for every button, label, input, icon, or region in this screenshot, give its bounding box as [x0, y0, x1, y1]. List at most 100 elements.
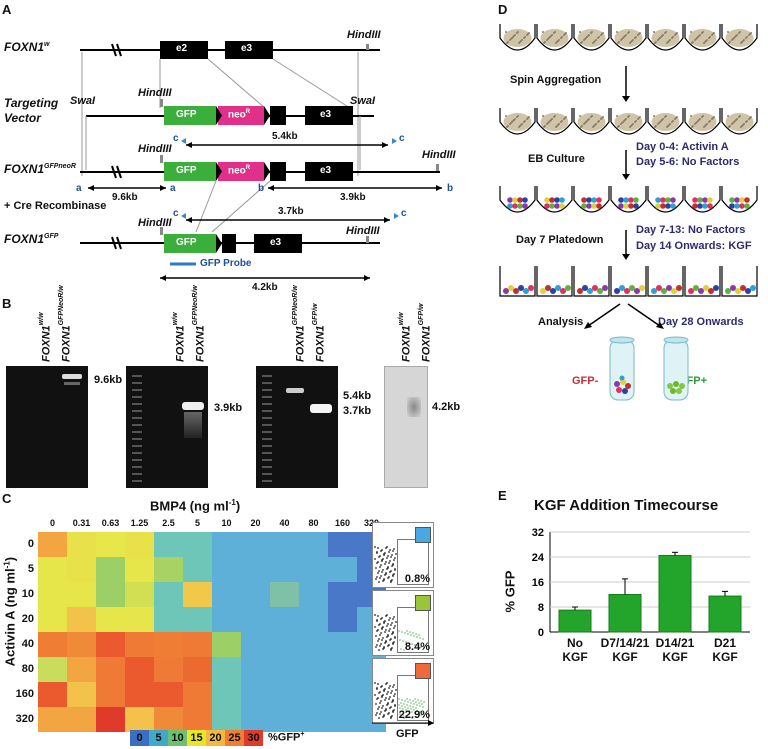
flow-percent: 8.4%: [404, 641, 430, 653]
heatmap-cell: [154, 632, 183, 657]
heatmap-cell: [212, 557, 241, 582]
flow-color-swatch: [415, 595, 431, 611]
heatmap-cell: [270, 707, 299, 732]
heatmap-cell: [154, 557, 183, 582]
heatmap-cell: [125, 657, 154, 682]
heatmap-row-label: 80: [21, 663, 34, 675]
heatmap-cell: [299, 582, 328, 607]
heatmap-column-label: 2.5: [162, 518, 175, 528]
heatmap-title: BMP4 (ng ml-1): [150, 498, 241, 514]
analysis-tubes: [584, 303, 689, 401]
heatmap-cell: [328, 707, 357, 732]
exon-e3-label-2: e3: [320, 109, 332, 120]
gel1-lane1-label: FOXN1w/w: [38, 312, 53, 362]
legend-swatch: 20: [206, 730, 225, 746]
heatmap-cell: [212, 657, 241, 682]
heatmap-cell: [67, 657, 96, 682]
heatmap-cell: [96, 557, 125, 582]
gel-image-3: [256, 366, 338, 488]
neo-label-1: neoR: [228, 109, 251, 121]
band-label-37: 3.7kb: [343, 405, 372, 417]
heatmap-column-label: 0.31: [72, 518, 91, 528]
heatmap-cell: [38, 657, 67, 682]
heatmap-column-label: 5: [194, 518, 200, 528]
heatmap-cell: [299, 707, 328, 732]
heatmap-cell: [96, 707, 125, 732]
heatmap-column-label: 1.25: [130, 518, 149, 528]
heatmap-cell: [38, 607, 67, 632]
heatmap-cell: [328, 582, 357, 607]
heatmap-cell: [125, 707, 154, 732]
heatmap-column-label: 40: [279, 518, 290, 528]
heatmap-cell: [38, 557, 67, 582]
heatmap-cell: [212, 682, 241, 707]
kb-96-label: 9.6kb: [112, 192, 138, 203]
heatmap-cell: [125, 557, 154, 582]
legend-swatch: 25: [225, 730, 244, 746]
heatmap-cell: [270, 607, 299, 632]
y-tick-label: 8: [538, 602, 544, 614]
kb-42-label: 4.2kb: [252, 282, 278, 293]
heatmap-cell: [125, 632, 154, 657]
heatmap-cell: [96, 607, 125, 632]
legend-swatch: 0: [130, 730, 149, 746]
gel4-lane2-label: FOXN1GFP/w: [418, 303, 433, 362]
y-tick-label: 24: [532, 552, 545, 564]
gene-label-gfp: FOXN1GFP: [4, 232, 59, 246]
hindiii-label-5: HindIII: [138, 217, 172, 229]
heatmap-cell: [328, 657, 357, 682]
heatmap-cell: [299, 607, 328, 632]
hindiii-label-2: HindIII: [138, 87, 172, 99]
y-tick-label: 32: [532, 527, 544, 539]
gel1-lane2-label: FOXN1GFPNeoR/w: [58, 285, 73, 362]
heatmap-cell: [241, 532, 270, 557]
step-day-7-13: Day 7-13: No Factors: [636, 224, 746, 236]
gene-label-wt: FOXN1w: [4, 40, 50, 54]
heatmap-cell: [125, 582, 154, 607]
heatmap-cell: [183, 582, 212, 607]
heatmap-row-label: 320: [15, 713, 34, 725]
protocol-diagram: [499, 24, 758, 297]
heatmap-cell: [270, 582, 299, 607]
heatmap-cell: [38, 682, 67, 707]
legend-label: %GFP+: [268, 731, 305, 744]
step-analysis: Analysis: [538, 316, 584, 328]
hindiii-label-3: HindIII: [138, 143, 172, 155]
step-day-0-4: Day 0-4: Activin A: [636, 141, 729, 153]
heatmap-cell: [154, 707, 183, 732]
flow-plot: 22.9%: [372, 658, 434, 724]
legend-swatch: 10: [168, 730, 187, 746]
site-a-2: a: [170, 183, 176, 194]
heatmap-cell: [328, 607, 357, 632]
flow-color-swatch: [415, 663, 431, 679]
heatmap-cell: [125, 682, 154, 707]
hindiii-label-6: HindIII: [346, 225, 380, 237]
heatmap-cell: [67, 682, 96, 707]
flow-percent: 22.9%: [398, 709, 430, 721]
step-spin-aggregation: Spin Aggregation: [510, 74, 602, 86]
kb-37-label: 3.7kb: [278, 206, 304, 217]
hindiii-label-1: HindIII: [347, 29, 381, 41]
heatmap-cell: [38, 707, 67, 732]
heatmap-cell: [270, 632, 299, 657]
gene-label-neo: FOXN1GFPneoR: [4, 162, 76, 176]
step-day7-platedown: Day 7 Platedown: [516, 234, 604, 246]
site-b-1: b: [258, 183, 265, 194]
heatmap-cell: [154, 657, 183, 682]
flow-xlabel: GFP: [396, 728, 419, 740]
heatmap-cell: [328, 632, 357, 657]
heatmap-row-label: 5: [27, 563, 34, 575]
heatmap-cell: [270, 657, 299, 682]
gfp-label-3: GFP: [176, 237, 197, 248]
heatmap-cell: [67, 707, 96, 732]
heatmap-cell: [38, 632, 67, 657]
exon-e3-label-3: e3: [320, 165, 332, 176]
heatmap-cell: [96, 632, 125, 657]
step-day-5-6: Day 5-6: No Factors: [636, 156, 740, 168]
heatmap-row-label: 160: [15, 688, 34, 700]
heatmap-cell: [67, 557, 96, 582]
heatmap-row-label: 20: [21, 613, 34, 625]
band-label-96: 9.6kb: [94, 374, 123, 386]
heatmap-cell: [183, 682, 212, 707]
flow-percent: 0.8%: [404, 573, 430, 585]
